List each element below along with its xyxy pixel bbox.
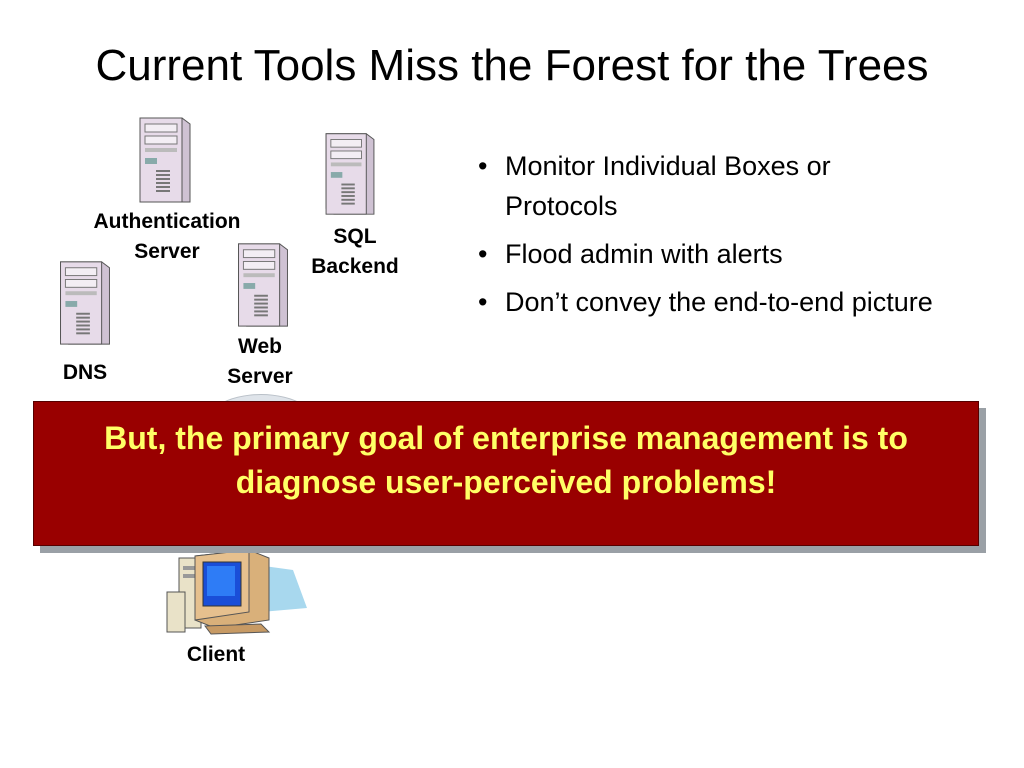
callout-box: But, the primary goal of enterprise mana… bbox=[33, 401, 979, 546]
web-server-label: Web Server bbox=[227, 335, 293, 388]
bullet-list: Monitor Individual Boxes or Protocols Fl… bbox=[472, 146, 942, 330]
client-label: Client bbox=[186, 643, 246, 666]
slide-title: Current Tools Miss the Forest for the Tr… bbox=[95, 41, 929, 90]
bullet-item: Flood admin with alerts bbox=[472, 234, 942, 274]
bullet-item: Monitor Individual Boxes or Protocols bbox=[472, 146, 942, 226]
authentication-server-icon bbox=[139, 117, 191, 203]
sql-backend-label: SQL Backend bbox=[311, 225, 399, 278]
authentication-server-label: Authentication Server bbox=[93, 210, 241, 263]
bullet-item: Don’t convey the end-to-end picture bbox=[472, 282, 942, 322]
sql-backend-server-icon bbox=[325, 133, 375, 215]
dns-server-icon bbox=[60, 261, 110, 345]
desktop-computer-icon bbox=[166, 549, 307, 635]
dns-label: DNS bbox=[62, 361, 108, 384]
web-server-icon bbox=[238, 243, 288, 327]
